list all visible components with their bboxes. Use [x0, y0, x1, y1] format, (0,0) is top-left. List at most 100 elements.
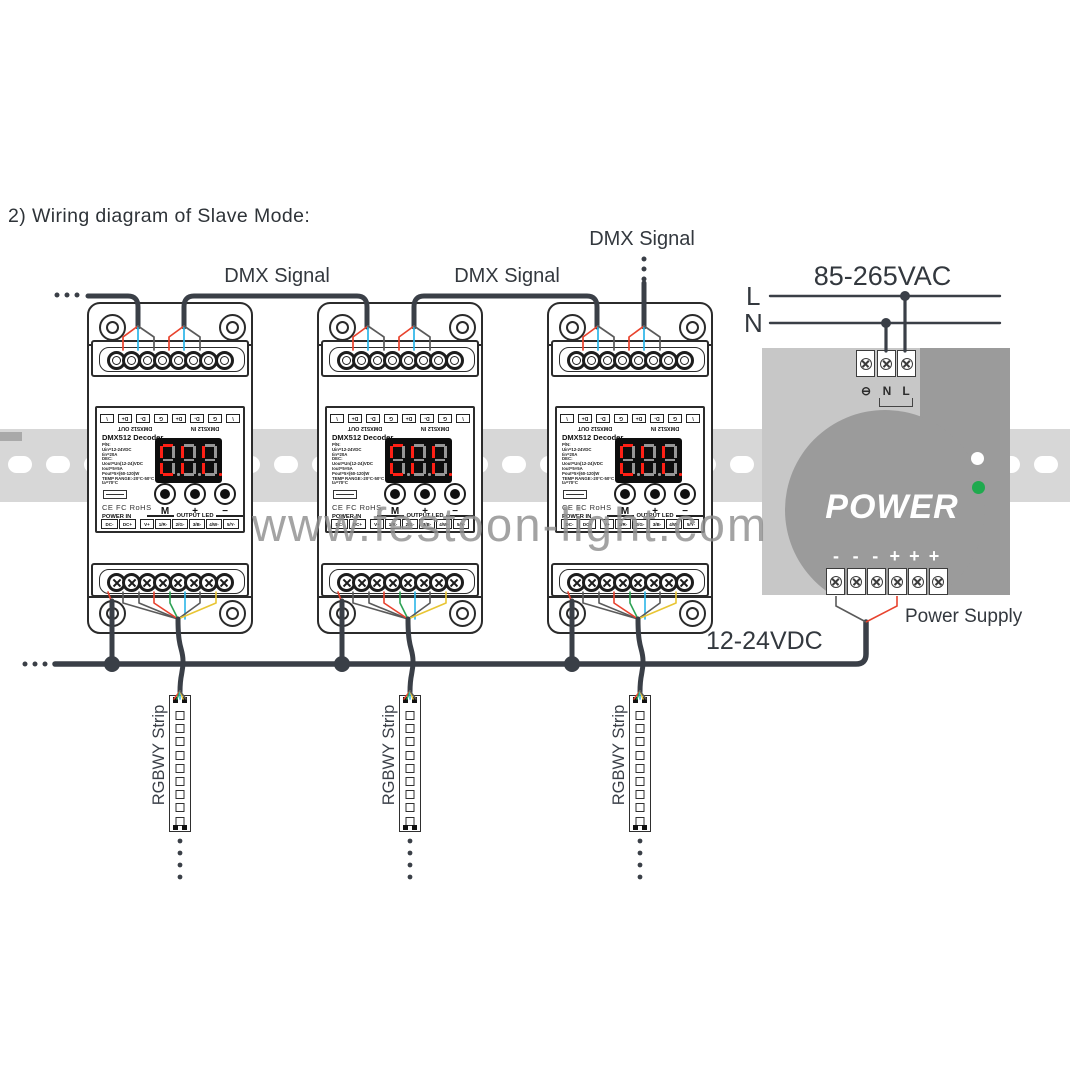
strip-pin [412, 825, 417, 830]
panel-button-+[interactable] [414, 483, 436, 505]
panel-button-−[interactable] [214, 483, 236, 505]
spec-line: Uout=Un(12-24)VDC [332, 461, 373, 467]
dmx-port-box: D- [190, 414, 204, 423]
line-terminal-label: L [902, 384, 910, 398]
screw-terminal [674, 573, 694, 592]
panel-button-M[interactable] [614, 483, 636, 505]
din-rail-slot [1034, 456, 1058, 473]
led-cell [175, 776, 185, 786]
led-cell [175, 737, 185, 747]
junction-dot [177, 874, 183, 880]
psu-screw-terminal [867, 568, 886, 595]
dmx-port-box: \ [226, 414, 240, 423]
junction-dot [177, 838, 183, 844]
panel-button-−[interactable] [444, 483, 466, 505]
bottom-port-labels: DC-DC+V+1/R-2/G-3/B-4/W-5/Y- [331, 519, 469, 529]
led-cell [175, 711, 185, 720]
power-supply-label: Power Supply [905, 606, 1023, 627]
mount-hole [679, 314, 706, 341]
bottom-port-labels: DC-DC+V+1/R-2/G-3/B-4/W-5/Y- [101, 519, 239, 529]
dmx-port-box: D+ [578, 414, 592, 423]
din-rail-slot [8, 456, 32, 473]
output-port-box: 2/G- [402, 519, 418, 529]
dmx-port-box: D+ [632, 414, 646, 423]
led-cell [635, 737, 645, 747]
screw-terminal [352, 350, 372, 370]
dmx-signal-label-1: DMX Signal [224, 265, 330, 287]
strip-body [399, 695, 421, 832]
spec-line: TEMP RANGE:-20°C-50°C [562, 475, 615, 481]
certification-marks: CE FC RoHS [102, 503, 152, 512]
dmx-group-label: DMX512 OUT [577, 425, 613, 431]
mount-hole [329, 600, 356, 627]
panel-button-M[interactable] [384, 483, 406, 505]
psu-screw-terminal [826, 568, 845, 595]
spec-line: Iin=20A [332, 451, 348, 457]
junction-dot [407, 874, 413, 880]
output-port-box: V+ [140, 519, 154, 529]
power-port-box: DC- [101, 519, 118, 529]
display-digit [432, 444, 452, 476]
junction-dot [54, 292, 60, 298]
power-port-box: DC- [331, 519, 348, 529]
junction-dot [42, 661, 48, 667]
psu-brand: POWER [825, 488, 959, 526]
psu-input-terminals [856, 350, 916, 377]
led-cell [635, 790, 645, 800]
spec-line: TEMP RANGE:-20°C-50°C [332, 475, 385, 481]
strip-label: RGBWY Strip [150, 704, 168, 806]
dmx-port-box: \ [560, 414, 574, 423]
spec-line: Iout=5×5A [332, 465, 353, 471]
spec-line: ta=70°C [332, 480, 348, 486]
certification-marks: CE FC RoHS [332, 503, 382, 512]
panel-button-+[interactable] [644, 483, 666, 505]
screw-terminal [214, 350, 234, 370]
fuse-icon [103, 490, 127, 499]
button-label: + [422, 506, 428, 517]
output-port-box: 3/B- [189, 519, 205, 529]
dmx-port-box: D+ [118, 414, 132, 423]
power-in-label: POWER IN [562, 514, 592, 520]
spec-line: Uin=12-24VDC [102, 446, 132, 452]
button-label: M [620, 506, 630, 517]
spec-line: Iin=20A [102, 451, 118, 457]
screw-terminal [414, 350, 433, 370]
screw-terminal [214, 573, 234, 592]
output-port-box: 5/Y- [223, 519, 239, 529]
din-rail-slot [46, 456, 70, 473]
psu-screw-terminal [908, 568, 927, 595]
psu-green-led [972, 481, 985, 494]
power-supply-unit: POWER [762, 348, 1010, 595]
spec-line: P/N: [102, 442, 111, 447]
output-port-box: 5/Y- [683, 519, 699, 529]
psu-positive-wire [865, 596, 898, 623]
dmx-port-box: \ [330, 414, 344, 423]
panel-button-−[interactable] [674, 483, 696, 505]
panel-button-+[interactable] [184, 483, 206, 505]
strip-pin [403, 697, 408, 703]
led-cell [175, 750, 185, 760]
strip-label: RGBWY Strip [380, 704, 398, 806]
decoder-top-terminal-block [551, 340, 709, 377]
led-strip: RGBWY Strip [150, 695, 191, 832]
dmx-port-box: D- [136, 414, 150, 423]
spec-line: DEC: [102, 456, 113, 462]
led-cell [175, 803, 185, 813]
psu-screw-terminal [887, 568, 907, 595]
junction-dot [900, 291, 910, 301]
junction-dot [881, 318, 891, 328]
screw-terminal [674, 350, 694, 370]
panel-button-M[interactable] [154, 483, 176, 505]
led-cell [175, 724, 185, 734]
power-port-box: DC+ [349, 519, 366, 529]
spec-line: P/N: [562, 442, 571, 447]
output-port-box: 4/W- [206, 519, 222, 529]
output-port-box: 2/G- [172, 519, 188, 529]
spec-line: Uin=12-24VDC [562, 446, 592, 452]
